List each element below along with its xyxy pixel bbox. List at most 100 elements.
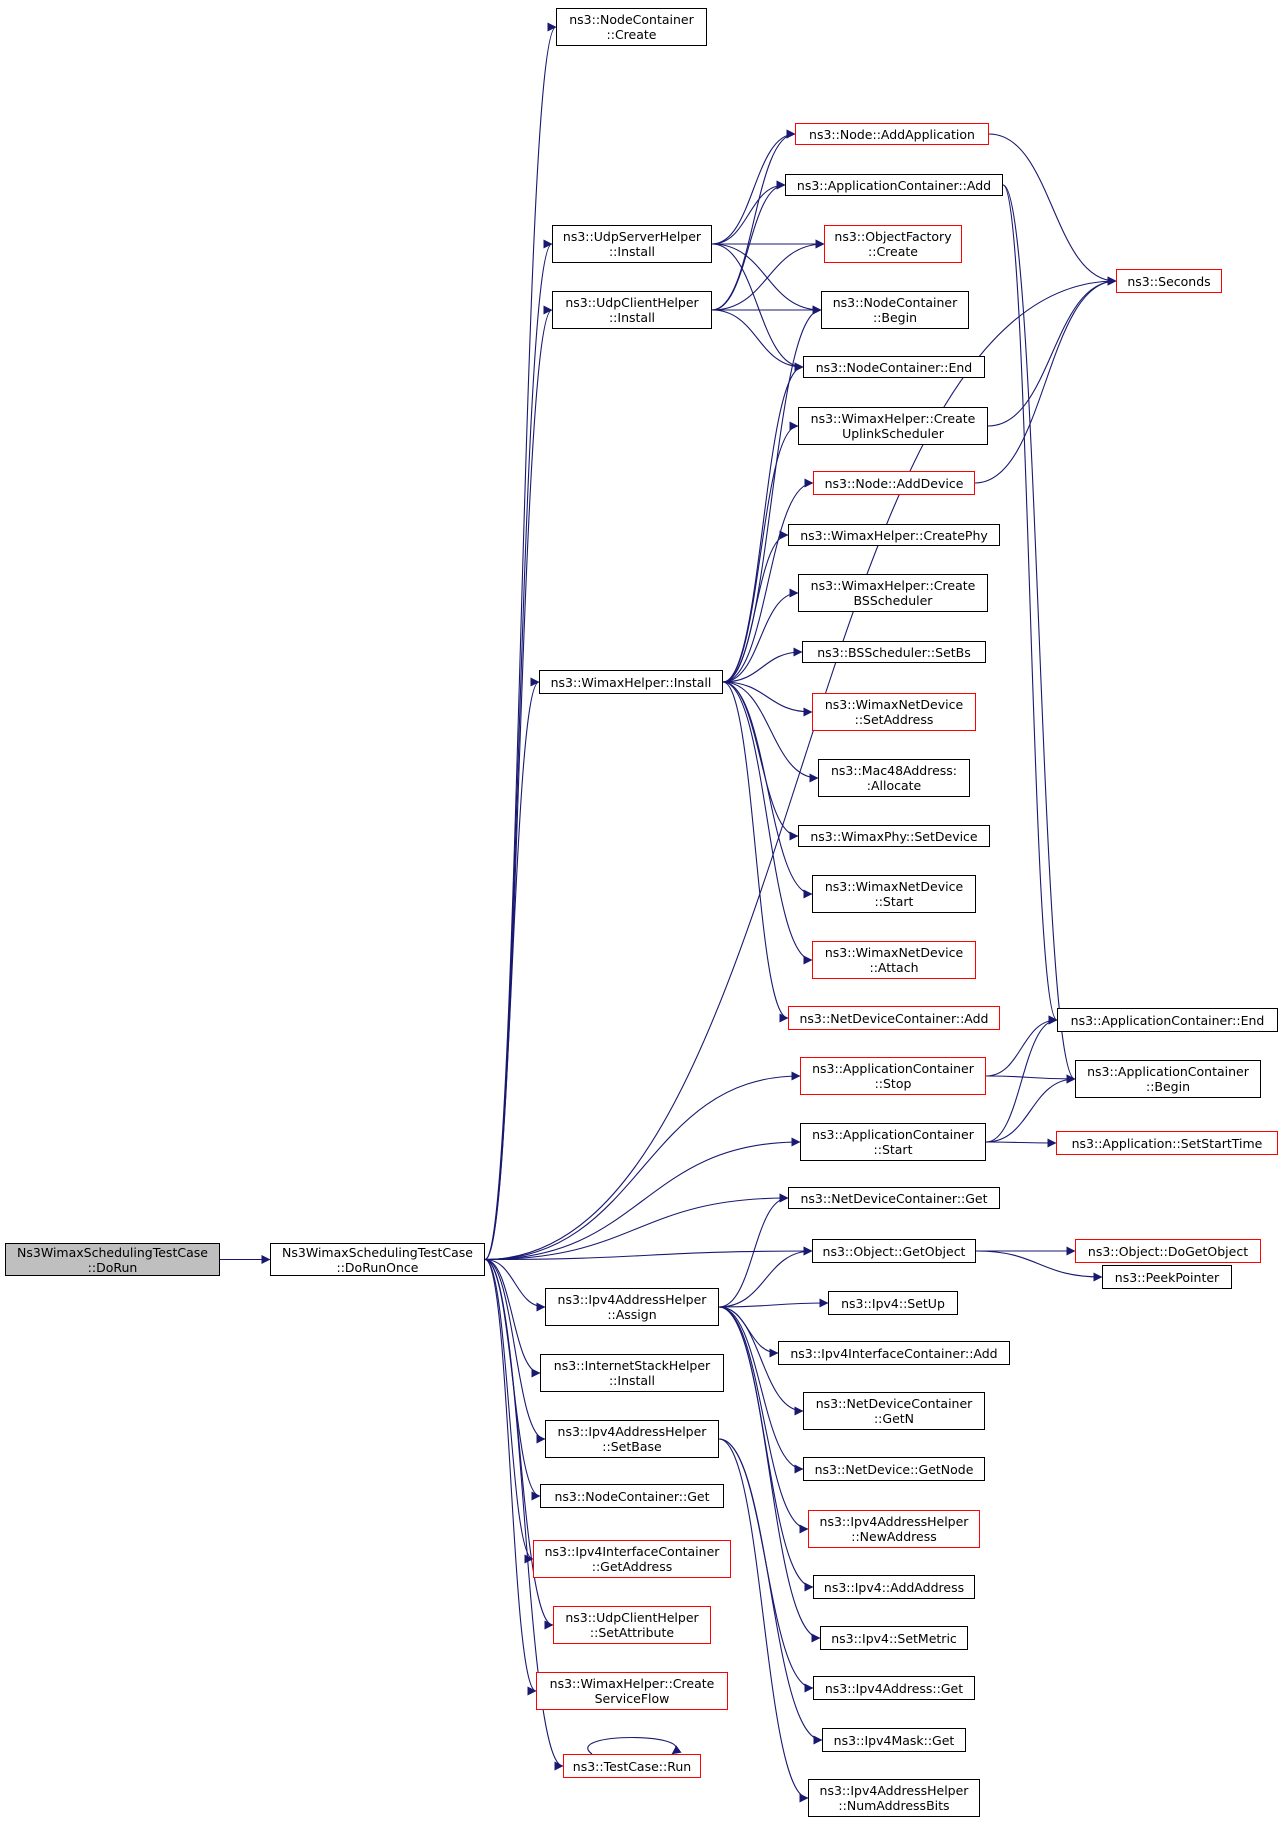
node-application-setstarttime[interactable]: ns3::Application::SetStartTime [1056, 1131, 1278, 1155]
node-appcontainer-end[interactable]: ns3::ApplicationContainer::End [1057, 1008, 1278, 1032]
call-edges [220, 22, 1117, 1803]
node-mac48address-allocate[interactable]: ns3::Mac48Address: :Allocate [818, 759, 970, 797]
node-appcontainer-start[interactable]: ns3::ApplicationContainer ::Start [800, 1123, 986, 1161]
edge-udpserver_install-to-nc_end [711, 243, 804, 372]
edge-dorunonce-to-udpserver_install [484, 239, 553, 1261]
node-wimaxhelper-createuplinkscheduler[interactable]: ns3::WimaxHelper::Create UplinkScheduler [798, 407, 988, 445]
edge-udpserver_install-to-appc_add [711, 180, 786, 245]
edge-dorunonce-to-ipv4ah_setbase [484, 1258, 546, 1444]
edge-dorunonce-to-seconds [484, 276, 1117, 1261]
edge-udpclient_install-to-nc_end [711, 309, 804, 372]
edge-wh_install-to-wh_createul [722, 421, 799, 683]
node-node-adddevice[interactable]: ns3::Node::AddDevice [813, 471, 975, 495]
edge-dorunonce-to-obj_getobject [484, 1246, 813, 1261]
edge-appc_stop-to-appc_begin [985, 1074, 1076, 1084]
edge-udpserver_install-to-nc_begin [711, 243, 822, 315]
edge-wh_install-to-ndc_add [722, 681, 789, 1023]
node-wimaxphy-setdevice[interactable]: ns3::WimaxPhy::SetDevice [798, 825, 990, 847]
node-object-dogetobject[interactable]: ns3::Object::DoGetObject [1075, 1239, 1261, 1263]
node-ipv4-addaddress[interactable]: ns3::Ipv4::AddAddress [813, 1575, 975, 1599]
edge-appc_start-to-appc_end [985, 1015, 1058, 1143]
node-dorun: Ns3WimaxSchedulingTestCase ::DoRun [5, 1243, 220, 1276]
node-netdevicecontainer-get[interactable]: ns3::NetDeviceContainer::Get [788, 1187, 1000, 1209]
node-nc-create[interactable]: ns3::NodeContainer ::Create [556, 8, 707, 46]
node-ipv4-setup[interactable]: ns3::Ipv4::SetUp [828, 1291, 958, 1315]
edge-ipv4ah_assign-to-ndc_get [718, 1193, 789, 1308]
edge-wh_install-to-nc_end [722, 362, 804, 683]
edge-ipv4ah_setbase-to-ipv4mask_get [718, 1438, 823, 1745]
node-nodecontainer-get[interactable]: ns3::NodeContainer::Get [540, 1484, 724, 1508]
edge-dorunonce-to-nc_create [484, 22, 557, 1261]
node-dorunonce[interactable]: Ns3WimaxSchedulingTestCase ::DoRunOnce [270, 1243, 485, 1276]
node-wimaxnetdevice-attach[interactable]: ns3::WimaxNetDevice ::Attach [812, 941, 976, 979]
edge-dorunonce-to-appc_stop [484, 1071, 801, 1261]
edge-udpclient_install-to-node_addapp [711, 129, 796, 311]
node-wimaxnetdevice-setaddress[interactable]: ns3::WimaxNetDevice ::SetAddress [812, 693, 976, 731]
edge-ipv4ah_assign-to-ipv4_setmetric [718, 1306, 821, 1643]
node-nc-end[interactable]: ns3::NodeContainer::End [803, 356, 985, 378]
edge-dorunonce-to-ipv4ah_assign [484, 1258, 546, 1312]
edge-udpclient_install-to-appc_add [711, 180, 786, 311]
node-nc-begin[interactable]: ns3::NodeContainer ::Begin [821, 291, 969, 329]
node-objectfactory-create[interactable]: ns3::ObjectFactory ::Create [824, 225, 962, 263]
node-ipv4mask-get[interactable]: ns3::Ipv4Mask::Get [822, 1728, 966, 1752]
edge-dorunonce-to-wh_install [484, 677, 540, 1261]
node-node-addapplication[interactable]: ns3::Node::AddApplication [795, 123, 989, 145]
node-object-getobject[interactable]: ns3::Object::GetObject [812, 1239, 976, 1263]
edge-wh_install-to-wnd_attach [722, 681, 813, 965]
node-ipv4interfacecontainer-add[interactable]: ns3::Ipv4InterfaceContainer::Add [778, 1341, 1010, 1365]
node-appcontainer-begin[interactable]: ns3::ApplicationContainer ::Begin [1075, 1060, 1261, 1098]
edge-ipv4ah_assign-to-nd_getnode [718, 1306, 804, 1474]
node-peekpointer[interactable]: ns3::PeekPointer [1102, 1265, 1232, 1289]
edge-udpclient_install-to-objfactory_create [711, 239, 825, 311]
edge-appc_add-to-appc_begin [1002, 184, 1076, 1084]
edge-dorunonce-to-wh_createsf [484, 1258, 537, 1696]
edge-appc_start-to-app_setstarttime [985, 1138, 1057, 1148]
node-testcase-run[interactable]: ns3::TestCase::Run [563, 1754, 701, 1778]
edge-dorunonce-to-appc_start [484, 1137, 801, 1261]
node-wimaxhelper-install[interactable]: ns3::WimaxHelper::Install [539, 670, 723, 694]
node-ipv4addresshelper-assign[interactable]: ns3::Ipv4AddressHelper ::Assign [545, 1288, 719, 1326]
node-ipv4address-get[interactable]: ns3::Ipv4Address::Get [813, 1676, 975, 1700]
node-wimaxhelper-createbsscheduler[interactable]: ns3::WimaxHelper::Create BSScheduler [798, 574, 988, 612]
node-wimaxhelper-createphy[interactable]: ns3::WimaxHelper::CreatePhy [788, 524, 1000, 546]
edge-wh_install-to-bs_setbs [722, 647, 803, 683]
node-udpclient-install[interactable]: ns3::UdpClientHelper ::Install [552, 291, 712, 329]
node-ipv4addresshelper-setbase[interactable]: ns3::Ipv4AddressHelper ::SetBase [545, 1420, 719, 1458]
edge-wh_install-to-node_adddevice [722, 478, 814, 683]
node-ipv4-setmetric[interactable]: ns3::Ipv4::SetMetric [820, 1626, 968, 1650]
edge-dorunonce-to-ndc_get [484, 1193, 789, 1261]
edge-dorunonce-to-ish_install [484, 1258, 541, 1378]
node-bsscheduler-setbs[interactable]: ns3::BSScheduler::SetBs [802, 641, 986, 663]
edge-wh_install-to-wh_createphy [722, 530, 789, 683]
edge-ipv4ah_assign-to-obj_getobject [718, 1246, 813, 1308]
edge-testcase_run-to-testcase_run [587, 1737, 682, 1755]
edge-wh_install-to-mac48_allocate [722, 681, 819, 783]
edge-appc_stop-to-appc_end [985, 1015, 1058, 1077]
edge-dorunonce-to-udpclient_install [484, 305, 553, 1261]
edge-udpserver_install-to-node_addapp [711, 129, 796, 245]
node-wimaxhelper-createserviceflow[interactable]: ns3::WimaxHelper::Create ServiceFlow [536, 1672, 728, 1710]
node-netdevicecontainer-getn[interactable]: ns3::NetDeviceContainer ::GetN [803, 1392, 985, 1430]
edge-node_addapp-to-seconds [988, 133, 1117, 286]
node-ipv4addresshelper-newaddress[interactable]: ns3::Ipv4AddressHelper ::NewAddress [808, 1510, 980, 1548]
edge-node_adddevice-to-seconds [974, 276, 1117, 484]
node-ipv4interfacecontainer-getaddress[interactable]: ns3::Ipv4InterfaceContainer ::GetAddress [533, 1540, 731, 1578]
node-netdevice-getnode[interactable]: ns3::NetDevice::GetNode [803, 1457, 985, 1481]
edge-appc_start-to-appc_begin [985, 1074, 1076, 1143]
node-seconds[interactable]: ns3::Seconds [1116, 269, 1222, 293]
edge-dorunonce-to-testcase_run [484, 1258, 564, 1771]
edge-ipv4ah_assign-to-ipv4_setup [718, 1298, 829, 1308]
node-ipv4addresshelper-numaddressbits[interactable]: ns3::Ipv4AddressHelper ::NumAddressBits [808, 1779, 980, 1817]
edge-obj_getobject-to-peekpointer [975, 1250, 1103, 1282]
node-udpserver-install[interactable]: ns3::UdpServerHelper ::Install [552, 225, 712, 263]
node-netdevicecontainer-add[interactable]: ns3::NetDeviceContainer::Add [788, 1006, 1000, 1030]
node-appcontainer-add[interactable]: ns3::ApplicationContainer::Add [785, 174, 1003, 196]
edge-wh_createul-to-seconds [987, 276, 1117, 427]
node-udpclienthelper-setattribute[interactable]: ns3::UdpClientHelper ::SetAttribute [553, 1606, 711, 1644]
edge-ipv4ah_setbase-to-ipv4ah_numaddrbits [718, 1438, 809, 1803]
edge-appc_add-to-appc_end [1002, 184, 1058, 1025]
node-wimaxnetdevice-start[interactable]: ns3::WimaxNetDevice ::Start [812, 875, 976, 913]
node-internetstackhelper-install[interactable]: ns3::InternetStackHelper ::Install [540, 1354, 724, 1392]
node-appcontainer-stop[interactable]: ns3::ApplicationContainer ::Stop [800, 1057, 986, 1095]
